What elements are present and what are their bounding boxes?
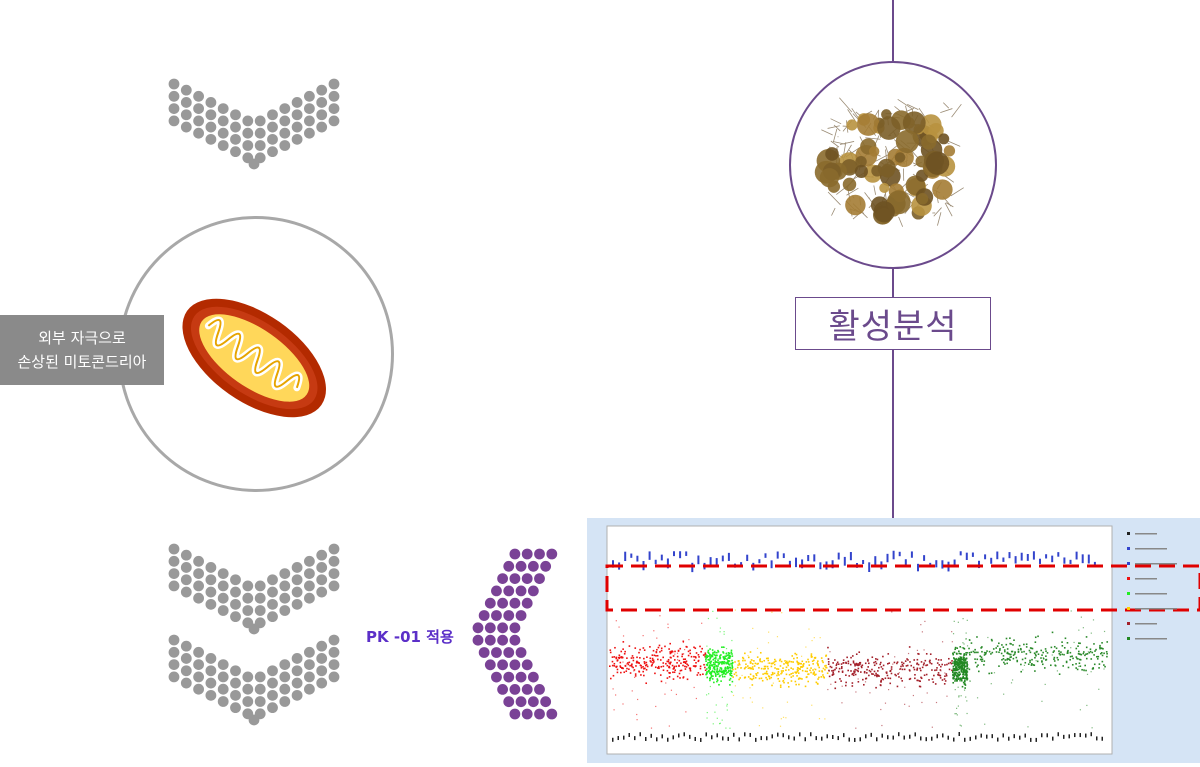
activity-scatter-image (587, 518, 1200, 763)
activity-chart-panel (587, 518, 1200, 763)
down-chevron-top (168, 76, 348, 176)
activity-analysis-box: 활성분석 (795, 297, 991, 350)
connector-line-mid (892, 265, 894, 297)
herb-circle (789, 61, 997, 269)
down-chevron-bottom (168, 632, 348, 732)
label-line-2: 손상된 미토콘드리아 (18, 350, 147, 374)
connector-line-top (892, 0, 894, 61)
purple-left-chevron (470, 548, 570, 728)
down-chevron-middle (168, 541, 348, 641)
label-line-1: 외부 자극으로 (38, 326, 126, 350)
damaged-mitochondria-label: 외부 자극으로 손상된 미토콘드리아 (0, 315, 164, 385)
activity-analysis-text: 활성분석 (828, 299, 957, 348)
treatment-label: PK -01 적용 (366, 626, 454, 647)
herb-pile-image (791, 63, 995, 267)
connector-line-low (892, 348, 894, 520)
